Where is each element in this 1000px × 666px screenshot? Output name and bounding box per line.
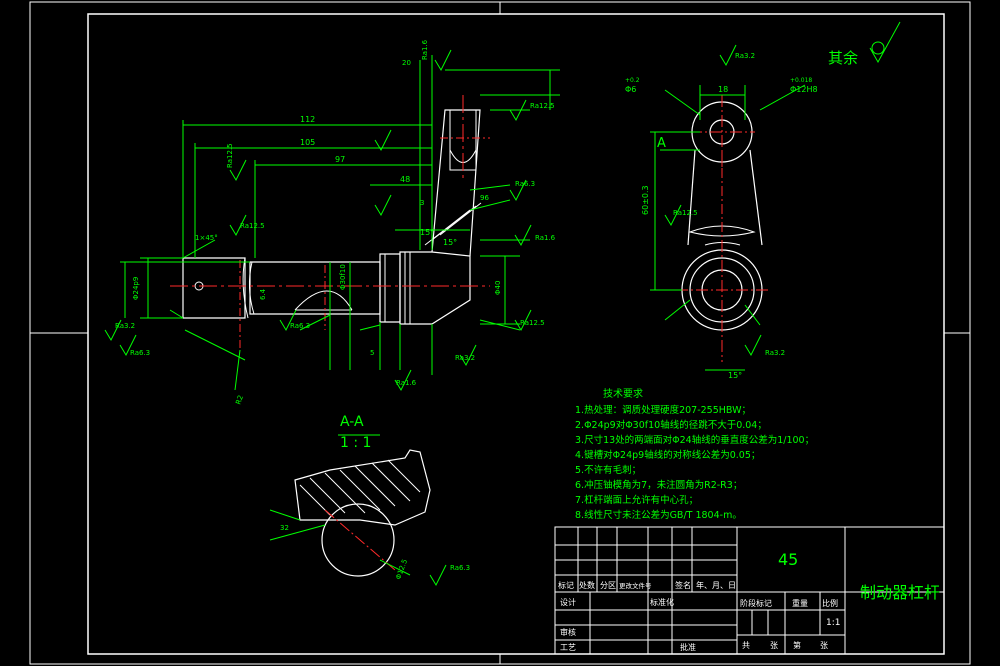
dim-48: 48: [400, 175, 410, 184]
ra-4: Ra1.6: [535, 234, 556, 242]
text-layer: 其余 A-A 1 : 1 A 112 105 97 48 Φ12H8 +0.01…: [115, 39, 858, 580]
ra-15: Ra12.5: [226, 143, 234, 168]
section-scale: 1 : 1: [340, 435, 371, 451]
ra-9: Ra6.3: [290, 322, 310, 330]
right-view: [650, 21, 901, 371]
tb-sheet-no: 第: [793, 640, 801, 650]
dim-96: 96: [480, 194, 489, 202]
dim-97: 97: [335, 155, 345, 164]
title-block-text: 45 制动器杠杆 标记 处数 分区 更改文件号 签名 年、月、日 设计 标准化 …: [558, 550, 940, 652]
dim-phi12-5: Φ12.5: [394, 558, 409, 581]
ra-6: Ra12.5: [240, 222, 265, 230]
ra-13: Ra3.2: [765, 349, 785, 357]
tech-item-8: 8.线性尺寸未注公差为GB/T 1804-m。: [575, 509, 742, 521]
dim-112: 112: [300, 115, 315, 124]
ra-5: Ra12.5: [520, 319, 545, 327]
tb-weight: 重量: [792, 598, 808, 608]
dim-60: 60±0.3: [641, 185, 650, 215]
outer-border: [29, 1, 971, 665]
dim-chamfer: 1×45°: [195, 234, 218, 242]
tb-stage: 阶段标记: [740, 598, 772, 608]
tech-item-5: 5.不许有毛刺；: [575, 464, 641, 476]
main-view: [104, 44, 762, 587]
tb-label-1: 处数: [579, 580, 595, 590]
inner-border: [87, 13, 945, 655]
dim-15a: 15°: [420, 228, 434, 237]
tb-sheets: 共: [742, 641, 750, 650]
tb-review: 审核: [560, 627, 576, 637]
dim-3: 3: [420, 199, 424, 207]
dim-18: 18: [718, 85, 728, 94]
dim-phi12-tol: +0.018: [790, 77, 812, 84]
tb-designer: 设计: [560, 597, 576, 607]
other-surface-note: 其余: [828, 49, 858, 67]
tech-item-4: 4.键槽对Φ24p9轴线的对称线公差为0.05；: [575, 449, 760, 461]
tb-label-3: 更改文件号: [619, 581, 652, 590]
dim-phi12: Φ12H8: [790, 85, 818, 94]
ra-7: Ra3.2: [115, 322, 135, 330]
ra-16: Ra1.6: [421, 39, 429, 60]
ra-1: Ra3.2: [735, 52, 755, 60]
dim-15c: 15°: [728, 371, 742, 380]
ra-2: Ra12.5: [530, 102, 555, 110]
tb-standardization: 标准化: [650, 597, 674, 607]
tech-item-2: 2.Φ24p9对Φ30f10轴线的径跳不大于0.04；: [575, 419, 767, 431]
tb-scale-label: 比例: [822, 598, 838, 608]
tb-process: 工艺: [560, 643, 576, 652]
tech-item-6: 6.冲压铀模角为7，未注圆角为R2-R3；: [575, 479, 742, 491]
view-arrow-label: A: [657, 136, 666, 151]
tech-item-7: 7.杠杆端面上允许有中心孔；: [575, 494, 698, 506]
ra-12: Ra12.5: [673, 209, 698, 217]
ra-8: Ra6.3: [130, 349, 150, 357]
tb-label-5: 年、月、日: [696, 580, 736, 590]
dim-20: 20: [402, 59, 411, 67]
part-name: 制动器杠杆: [860, 583, 940, 602]
title-block-lines: [554, 526, 945, 655]
tech-requirements: 技术要求 1.热处理：调质处理硬度207-255HBW； 2.Φ24p9对Φ30…: [575, 387, 814, 521]
tb-sheet-a: 张: [770, 641, 778, 650]
material: 45: [778, 550, 798, 569]
dim-phi6-tol: +0.2: [625, 77, 640, 84]
tb-label-2: 分区: [600, 581, 616, 590]
tb-scale: 1:1: [826, 618, 840, 628]
dim-phi40: Φ40: [494, 281, 502, 295]
tb-approve: 批准: [680, 642, 696, 652]
tb-sheet-b: 张: [820, 641, 828, 650]
tech-item-3: 3.尺寸13处的两端面对Φ24轴线的垂直度公差为1/100；: [575, 434, 814, 446]
dim-32: 32: [280, 524, 289, 532]
section-label: A-A: [340, 414, 364, 430]
ra-11: Ra1.6: [396, 379, 417, 387]
ra-10: Ra3.2: [455, 354, 475, 362]
ra-3: Ra6.3: [515, 180, 535, 188]
dim-105: 105: [300, 138, 315, 147]
dim-phi6: Φ6: [625, 85, 636, 94]
tb-label-4: 签名: [675, 580, 691, 590]
tech-item-1: 1.热处理：调质处理硬度207-255HBW；: [575, 404, 751, 416]
ra-14: Ra6.3: [450, 564, 470, 572]
dim-15b: 15°: [443, 238, 457, 247]
section-aa: [269, 434, 431, 577]
dim-phi30: Φ30f10: [339, 264, 347, 290]
dim-6-4: 6.4: [259, 288, 267, 300]
tech-title: 技术要求: [603, 387, 643, 400]
dim-5: 5: [370, 349, 374, 357]
tb-label-0: 标记: [558, 580, 574, 590]
dim-r2: R2: [234, 394, 245, 406]
dim-phi24: Φ24p9: [132, 277, 140, 300]
